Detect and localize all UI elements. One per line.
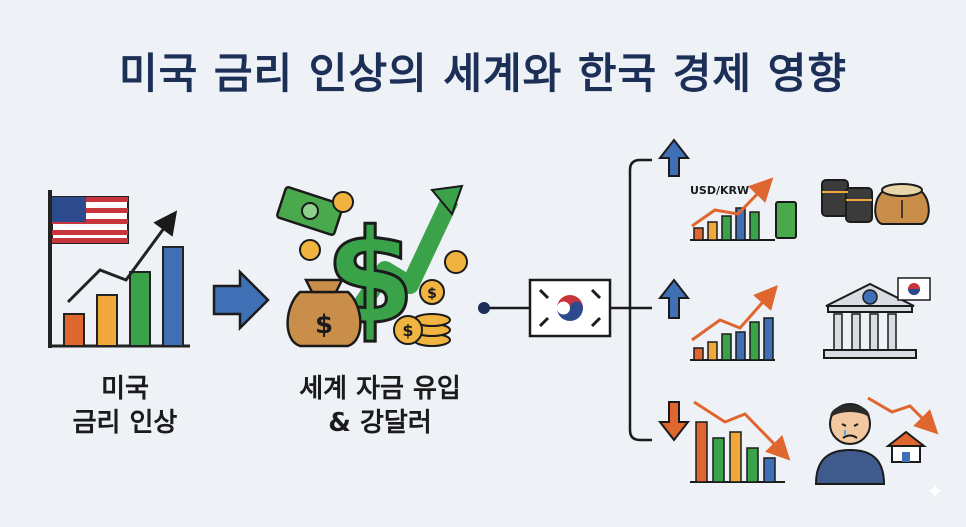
coin-icon: [299, 239, 321, 261]
korea-rate-chart: [690, 285, 778, 361]
banknote-icon: [276, 186, 344, 236]
coin-stack-icon: $ $: [393, 279, 451, 347]
step-capital-inflow-label: 세계 자금 유입 & 강달러: [270, 372, 490, 440]
grain-sack-icon: [874, 183, 930, 225]
exchange-rate-chart: USD/KRW: [690, 177, 797, 241]
us-flag-icon: [48, 190, 129, 348]
money-cluster: $ $ $ $: [276, 184, 468, 355]
growth-arrow: [337, 196, 459, 335]
step-label-line: & 강달러: [328, 408, 432, 438]
svg-text:$: $: [402, 321, 413, 340]
right-arrow-icon: [212, 268, 270, 332]
up-arrow-icon: [657, 278, 691, 319]
down-arrow-icon: [657, 401, 691, 442]
exchange-rate-label: USD/KRW: [690, 184, 749, 197]
branch-connector: [610, 158, 652, 442]
us-rate-chart: [48, 190, 190, 348]
svg-text:$: $: [315, 310, 333, 340]
svg-text:$: $: [427, 286, 437, 302]
coin-icon: [332, 191, 354, 213]
korea-flag-icon: [528, 278, 612, 338]
step-us-rate-label: 미국 금리 인상: [40, 372, 210, 440]
page-title: 미국 금리 인상의 세계와 한국 경제 영향: [119, 49, 847, 98]
sparkle-icon: ✦: [925, 480, 944, 505]
coin-icon: [444, 250, 468, 274]
house-icon: [885, 430, 927, 463]
crying-person-icon: [814, 403, 886, 485]
step-label-line: 미국: [101, 374, 149, 404]
bar-chart-up-icon: [63, 210, 184, 347]
step-label-line: 세계 자금 유입: [299, 374, 461, 404]
down-trend-arrow: [867, 396, 939, 435]
korea-flag-icon: [897, 277, 931, 301]
falling-chart: [690, 400, 791, 483]
connector-dot: [478, 302, 490, 314]
up-arrow-icon: [657, 138, 691, 177]
oil-barrel-icon: [821, 179, 873, 223]
step-label-line: 금리 인상: [72, 408, 178, 438]
money-bag-icon: $: [286, 278, 362, 348]
bank-building-icon: [823, 282, 917, 359]
